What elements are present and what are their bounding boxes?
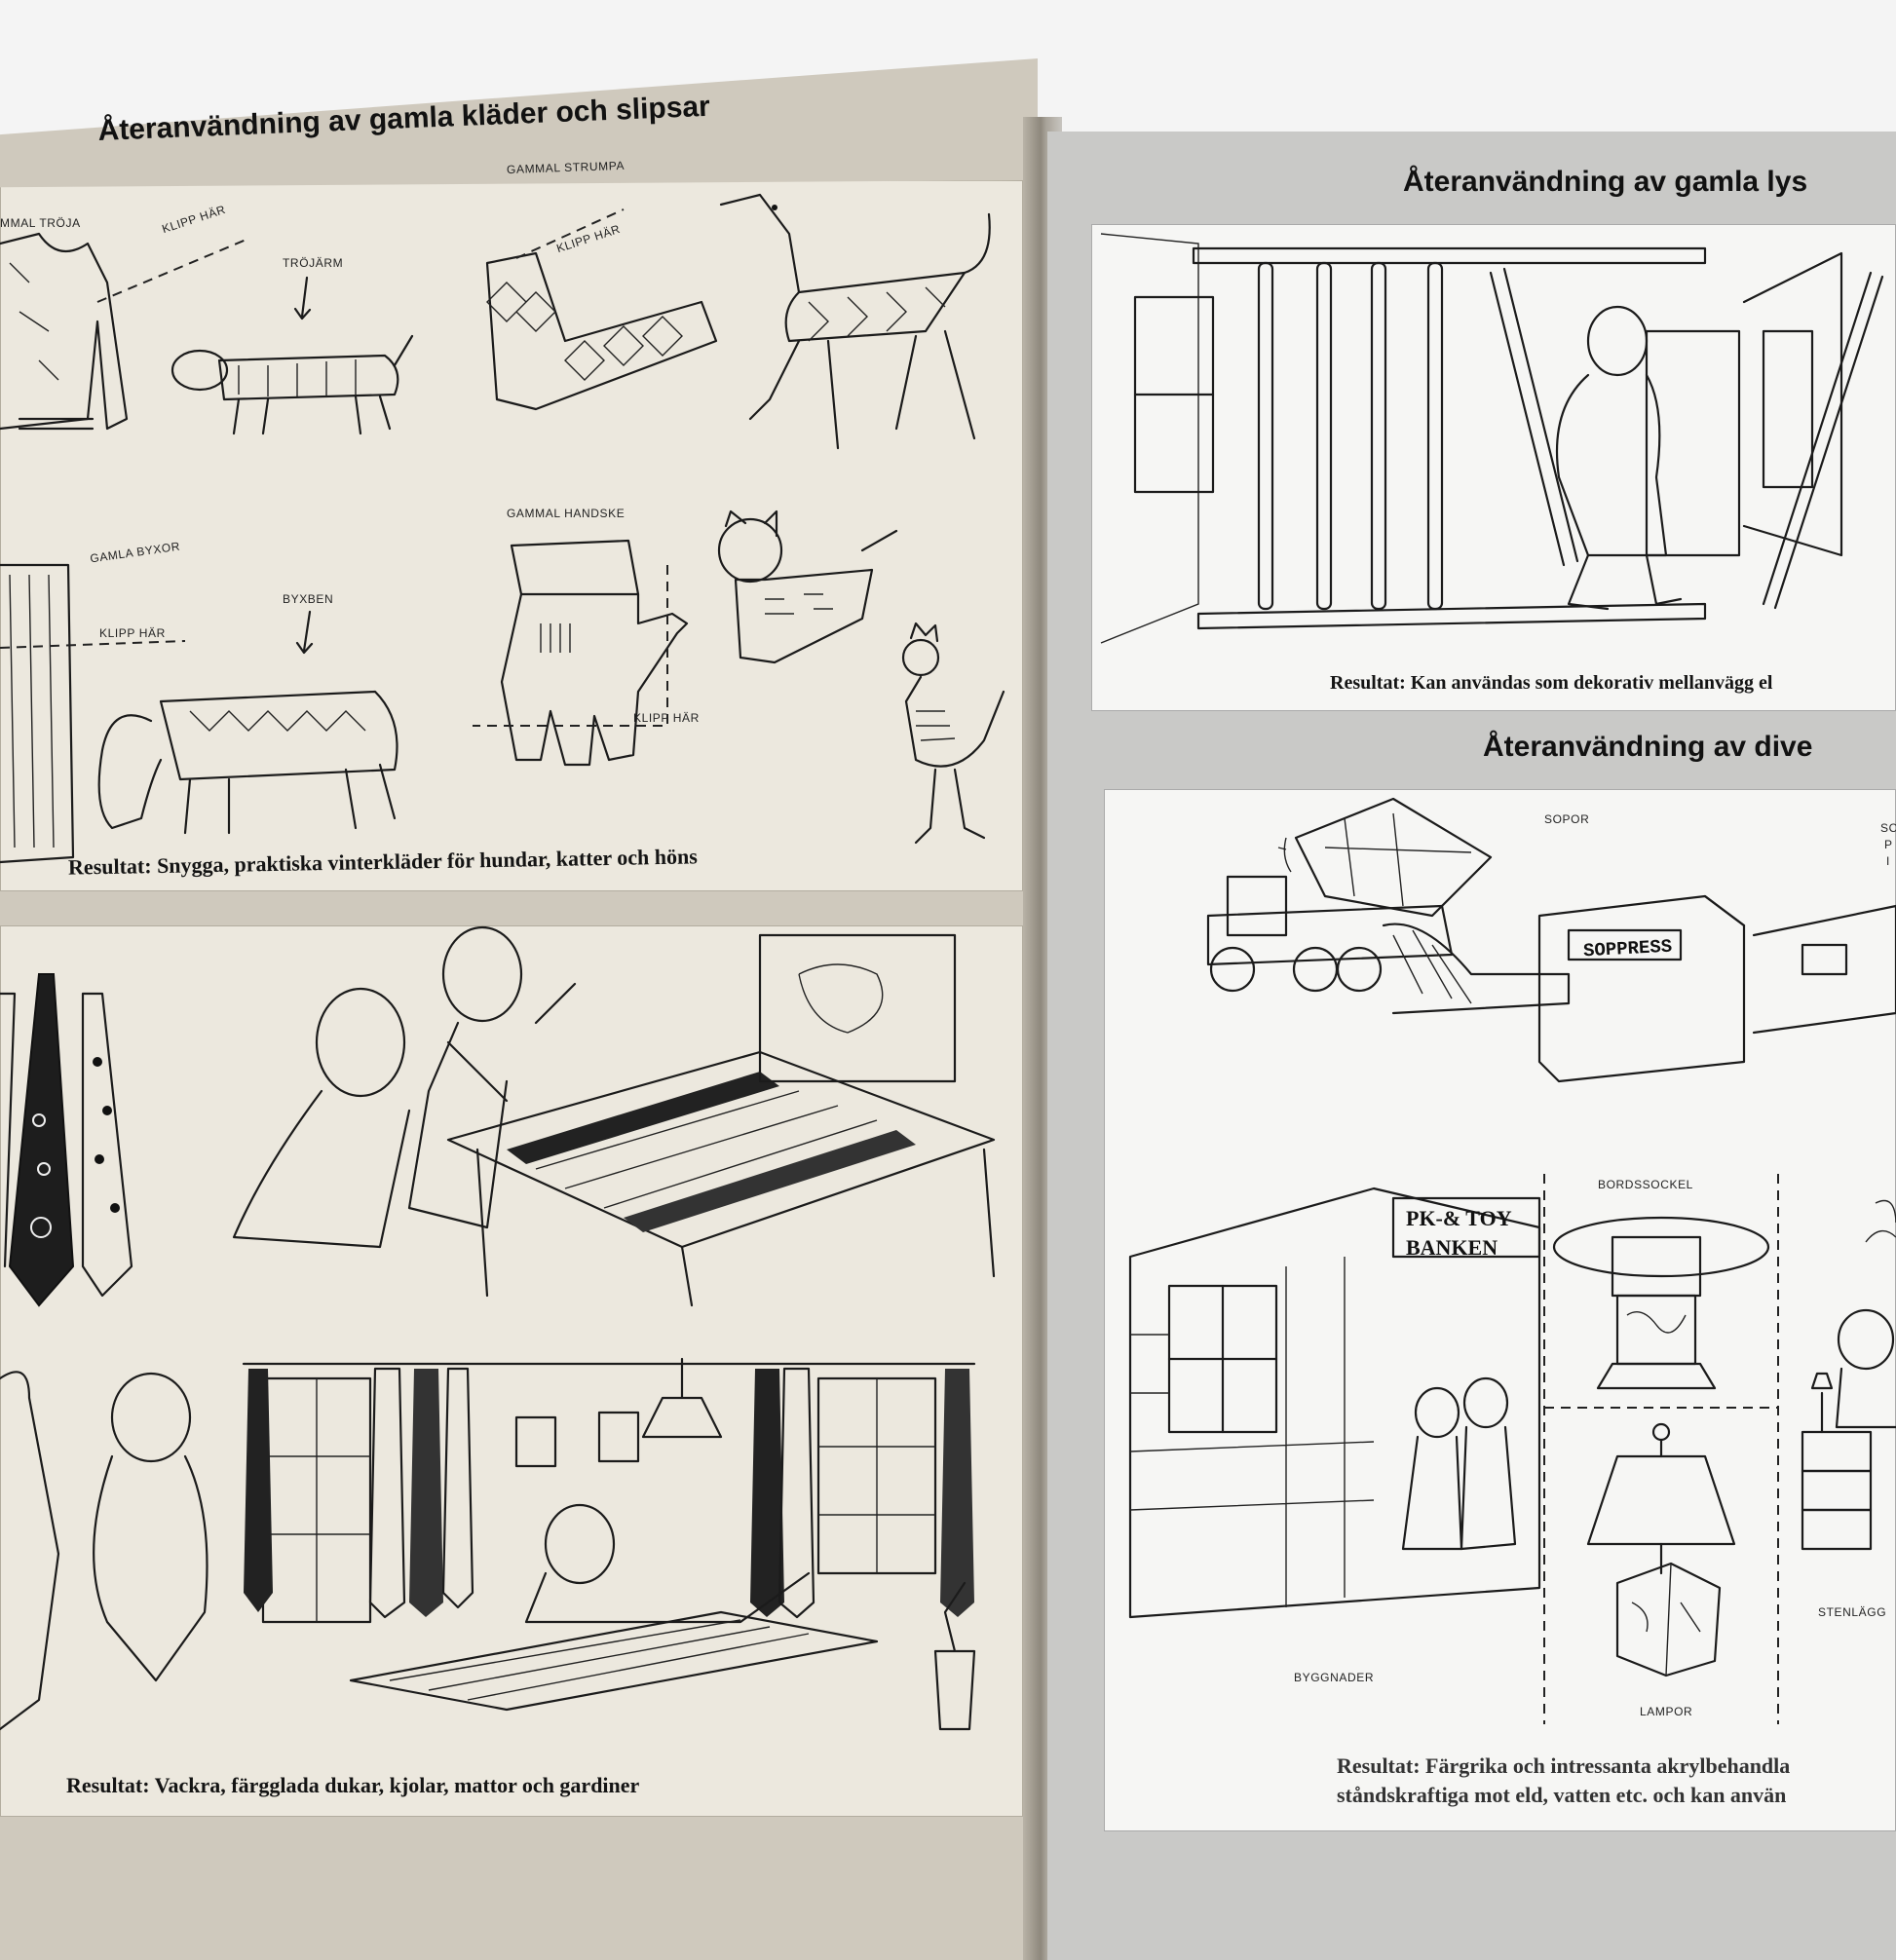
lamps-panel <box>1091 224 1896 711</box>
result-lamps: Resultat: Kan användas som dekorativ mel… <box>1330 672 1773 694</box>
clothes-panel <box>0 180 1023 891</box>
rooster-illustration <box>901 622 1005 845</box>
glove-illustration <box>473 539 689 767</box>
greyhound-illustration <box>719 193 991 450</box>
label-trash-side: SO <box>1880 821 1896 835</box>
result-ties: Resultat: Vackra, färgglada dukar, kjola… <box>66 1773 640 1797</box>
result-misc-line-2: ståndskraftiga mot eld, vatten etc. och … <box>1337 1783 1787 1807</box>
ties-panel <box>0 925 1023 1817</box>
right-page-title-misc: Återanvändning av dive <box>1483 731 1813 763</box>
basset-illustration <box>97 690 398 835</box>
label-trash-side-2: P <box>1884 838 1893 851</box>
right-page-title-lamps: Återanvändning av gamla lys <box>1403 166 1808 198</box>
cut-line-trousers <box>0 640 186 649</box>
arrow-sleeve <box>293 276 312 320</box>
label-lamps: LAMPOR <box>1640 1705 1693 1718</box>
ties-illustration <box>0 973 133 1307</box>
arrow-trouser-leg <box>295 610 314 655</box>
label-table-base: BORDSSOCKEL <box>1598 1178 1693 1191</box>
label-trash: SOPOR <box>1544 812 1590 826</box>
label-glove: GAMMAL HANDSKE <box>507 507 626 520</box>
building-illustration <box>1128 1187 1541 1619</box>
label-sleeve: TRÖJÄRM <box>283 256 344 270</box>
table-base-illustration <box>1552 1216 1770 1390</box>
sweater-illustration <box>0 232 129 431</box>
garbage-truck-illustration <box>1206 797 1896 1083</box>
trousers-illustration <box>0 563 75 864</box>
label-trash-side-3: I <box>1886 854 1890 868</box>
dashed-dividers <box>1543 1174 1779 1724</box>
lamp-illustration <box>1586 1422 1736 1677</box>
result-misc-line-1: Resultat: Färgrika och intressanta akryl… <box>1337 1753 1791 1778</box>
sock-illustration <box>485 208 718 411</box>
dachshund-illustration <box>171 334 414 435</box>
cat-illustration <box>717 509 898 664</box>
label-paving: STENLÄGG <box>1818 1605 1887 1619</box>
label-cut-trousers: KLIPP HÄR <box>99 626 166 640</box>
label-cut-glove: KLIPP HÄR <box>633 711 700 725</box>
women-table-illustration <box>232 925 996 1307</box>
bank-sign-line-1: PK-& TOY <box>1406 1206 1512 1230</box>
cut-line-sweater <box>96 238 249 303</box>
label-trouser-leg: BYXBEN <box>283 592 334 606</box>
curtains-illustration <box>0 1357 976 1731</box>
bank-sign-line-2: BANKEN <box>1406 1235 1498 1260</box>
paving-illustration <box>1801 1199 1896 1551</box>
label-sweater: MMAL TRÖJA <box>0 216 81 230</box>
label-buildings: BYGGNADER <box>1294 1671 1375 1684</box>
fluorescent-tube-wall-illustration <box>1100 233 1884 644</box>
